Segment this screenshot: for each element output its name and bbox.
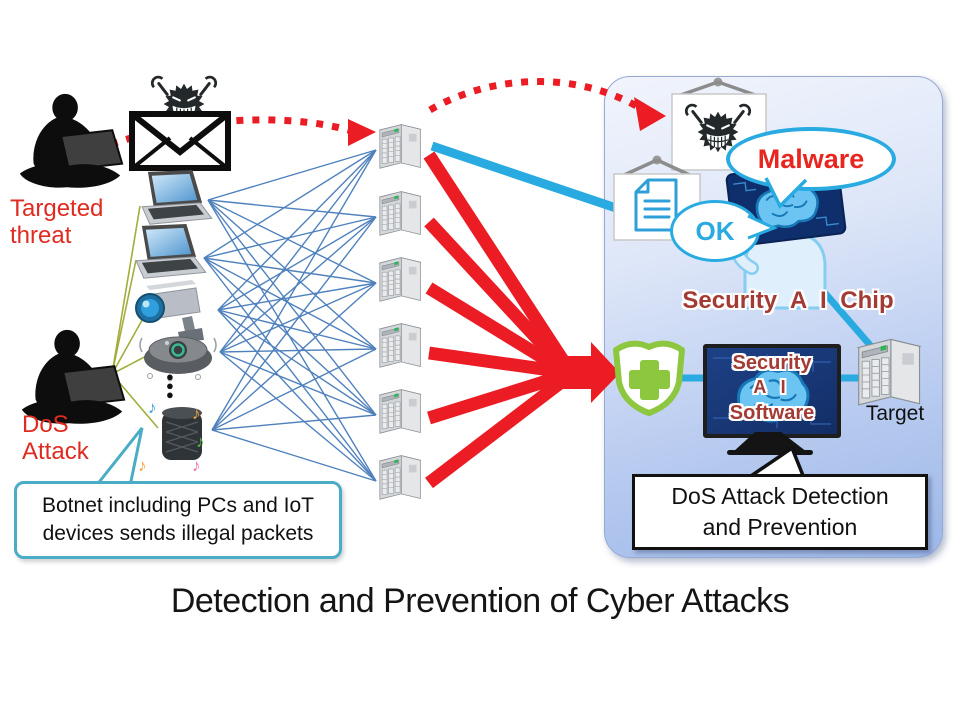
ellipsis-dots: ●●● bbox=[166, 369, 174, 402]
malware-email-icon bbox=[129, 75, 231, 171]
targeted-attacker-icon bbox=[12, 92, 130, 196]
server-tower-icon bbox=[376, 447, 428, 501]
botnet-network-lines bbox=[203, 149, 377, 482]
malware-forward-dotted-arrow bbox=[428, 78, 642, 114]
music-note-icon: ♪ bbox=[138, 456, 147, 475]
malware-speech-bubble: Malware bbox=[726, 127, 896, 191]
monitor-circuit-pattern bbox=[713, 354, 831, 428]
botnet-box-pointer bbox=[94, 427, 144, 487]
malware-bubble-label: Malware bbox=[757, 143, 865, 174]
laptop-icon bbox=[136, 170, 214, 230]
dotted-arrowhead-1 bbox=[348, 119, 376, 146]
dos-attack-label: DoS Attack bbox=[22, 411, 89, 465]
music-note-icon: ♪ bbox=[196, 432, 205, 451]
security-camera-icon bbox=[135, 280, 204, 342]
target-server-icon bbox=[853, 320, 931, 414]
malware-bubble-tail bbox=[764, 177, 808, 209]
security-ai-software-monitor: Security A I Software bbox=[703, 344, 841, 438]
music-note-icon: ♪ bbox=[148, 398, 157, 417]
shield-plus-icon bbox=[613, 340, 685, 416]
document-icon bbox=[634, 178, 678, 232]
dos-detection-callout: DoS Attack Detection and Prevention bbox=[632, 474, 928, 550]
target-label: Target bbox=[865, 402, 925, 425]
diagram-title: Detection and Prevention of Cyber Attack… bbox=[170, 582, 790, 620]
server-tower-icon bbox=[376, 249, 428, 303]
targeted-threat-label: Targeted threat bbox=[10, 195, 104, 249]
server-tower-icon bbox=[376, 315, 428, 369]
packet-inspect-line bbox=[430, 141, 624, 215]
dotted-arrowhead-2 bbox=[634, 97, 666, 131]
server-tower-icon bbox=[376, 116, 428, 170]
music-note-icon: ♪ bbox=[192, 404, 201, 423]
monitor-text: Security A I Software bbox=[729, 352, 815, 425]
big-red-arrow bbox=[556, 342, 620, 403]
ok-bubble-tail bbox=[747, 214, 778, 240]
music-note-icon: ♪ bbox=[192, 456, 201, 475]
document-card bbox=[613, 155, 701, 241]
laptop-icon bbox=[130, 224, 208, 284]
ddos-red-arrows bbox=[423, 151, 620, 489]
smart-speaker-icon bbox=[162, 407, 202, 460]
server-tower-icon bbox=[376, 381, 428, 435]
security-ai-chip-label: Security A I Chip bbox=[682, 287, 894, 314]
dos-box-pointer bbox=[747, 445, 806, 480]
server-tower-icon bbox=[376, 183, 428, 237]
robot-vacuum-icon bbox=[139, 336, 217, 382]
botnet-callout: Botnet including PCs and IoT devices sen… bbox=[14, 481, 342, 559]
ok-bubble-label: OK bbox=[695, 215, 735, 246]
